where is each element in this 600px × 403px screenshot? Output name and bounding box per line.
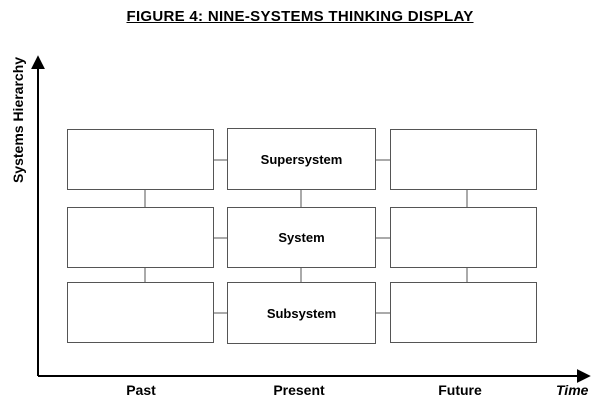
figure-title: FIGURE 4: NINE-SYSTEMS THINKING DISPLAY: [126, 8, 474, 25]
column-label-present: Present: [273, 382, 325, 398]
column-label-future: Future: [438, 382, 482, 398]
cell-past-system: [67, 207, 214, 268]
cell-present-subsystem: Subsystem: [227, 282, 376, 344]
cell-past-supersystem: [67, 129, 214, 190]
cell-past-subsystem: [67, 282, 214, 343]
y-axis-label: Systems Hierarchy: [10, 56, 26, 184]
cell-future-system: [390, 207, 537, 268]
cell-present-system: System: [227, 207, 376, 268]
cell-present-supersystem: Supersystem: [227, 128, 376, 190]
x-axis-label: Time: [556, 382, 589, 398]
column-label-past: Past: [126, 382, 156, 398]
cell-future-supersystem: [390, 129, 537, 190]
cell-future-subsystem: [390, 282, 537, 343]
